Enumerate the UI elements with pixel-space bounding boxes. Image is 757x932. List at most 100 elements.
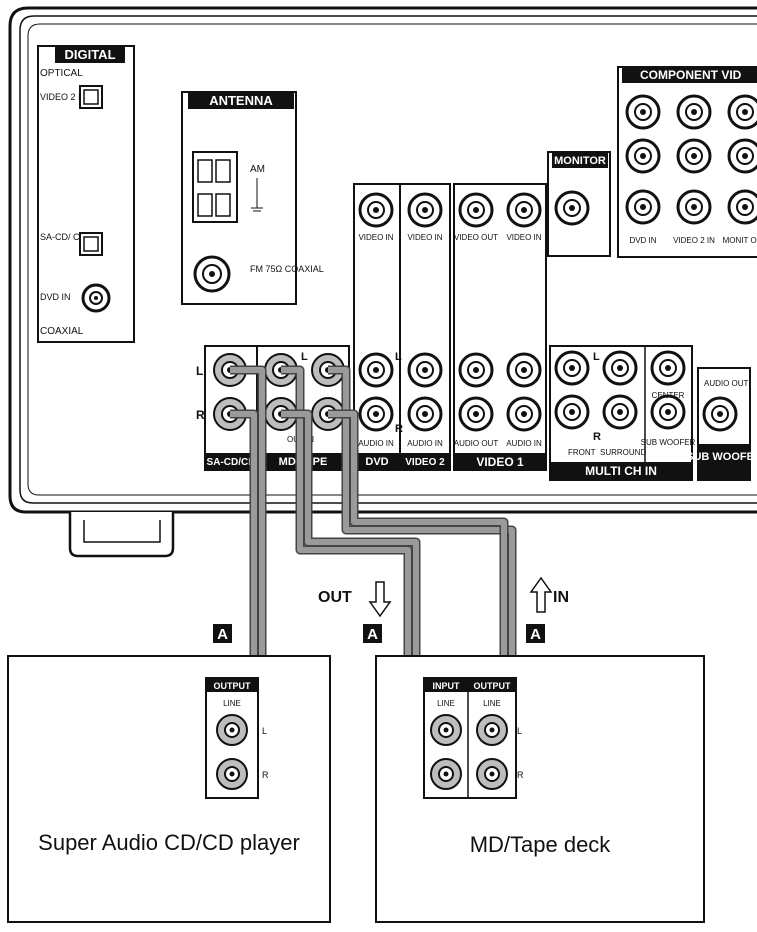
mdtape-l-label: L bbox=[301, 351, 308, 363]
video1-audio-out-label: AUDIO OUT bbox=[454, 439, 499, 448]
multich-section-label: MULTI CH IN bbox=[585, 464, 657, 478]
component-video-title: COMPONENT VID bbox=[640, 68, 742, 82]
fm-coaxial-jack[interactable] bbox=[193, 255, 231, 293]
component-jack[interactable] bbox=[676, 138, 712, 174]
front-r-jack[interactable] bbox=[554, 394, 590, 430]
component-video2-in-label: VIDEO 2 IN bbox=[673, 236, 715, 245]
component-monitor-out-label: MONIT OUT bbox=[723, 236, 757, 245]
center-jack[interactable] bbox=[650, 350, 686, 386]
video1-video-out-label: VIDEO OUT bbox=[454, 233, 498, 242]
deck-output-l-jack[interactable] bbox=[476, 714, 508, 746]
dvd-l-label: L bbox=[395, 351, 402, 363]
component-jack[interactable] bbox=[625, 94, 661, 130]
cd-r-label: R bbox=[262, 770, 269, 780]
dvd-audio-in-label: AUDIO IN bbox=[358, 439, 394, 448]
cable-marker-cd: A bbox=[213, 624, 232, 643]
coaxial-dvd-jack[interactable] bbox=[81, 283, 111, 313]
subwoofer-section-label: SUB WOOFER bbox=[686, 451, 757, 463]
signal-out-arrow: OUT bbox=[318, 581, 392, 618]
cd-output-l-jack[interactable] bbox=[216, 714, 248, 746]
deck-input-line-label: LINE bbox=[437, 699, 455, 708]
video2-section-label: VIDEO 2 bbox=[405, 457, 445, 468]
surround-r-jack[interactable] bbox=[602, 394, 638, 430]
video1-audio-in-l-jack[interactable] bbox=[506, 352, 542, 388]
video2-audio-r-jack[interactable] bbox=[407, 396, 443, 432]
component-jack[interactable] bbox=[727, 189, 757, 225]
dvd-r-label: R bbox=[395, 423, 403, 435]
video2-audio-l-jack[interactable] bbox=[407, 352, 443, 388]
subwoofer-audio-out-jack[interactable] bbox=[702, 396, 738, 432]
optical-label: OPTICAL bbox=[40, 68, 83, 79]
surround-l-jack[interactable] bbox=[602, 350, 638, 386]
video1-video-in-label: VIDEO IN bbox=[506, 233, 541, 242]
multich-r-label: R bbox=[593, 431, 601, 443]
tape-deck-name: MD/Tape deck bbox=[470, 832, 612, 857]
monitor-section: MONITOR bbox=[547, 151, 611, 257]
deck-output-label: OUTPUT bbox=[474, 681, 512, 691]
subwoofer-in-jack[interactable] bbox=[650, 394, 686, 430]
video2-audio-in-label: AUDIO IN bbox=[407, 439, 443, 448]
optical-sacd-label: SA-CD/ CD IN bbox=[40, 232, 98, 242]
digital-title: DIGITAL bbox=[64, 47, 115, 62]
cable-marker-out: A bbox=[363, 624, 382, 643]
monitor-title: MONITOR bbox=[554, 155, 606, 167]
multich-l-label: L bbox=[593, 351, 600, 363]
am-label: AM bbox=[250, 164, 265, 175]
deck-input-label: INPUT bbox=[433, 681, 461, 691]
receiver-foot bbox=[68, 512, 175, 558]
cd-output-r-jack[interactable] bbox=[216, 758, 248, 790]
video1-section-label: VIDEO 1 bbox=[476, 455, 524, 469]
deck-output-r-jack[interactable] bbox=[476, 758, 508, 790]
video1-audio-out-l-jack[interactable] bbox=[458, 352, 494, 388]
component-jack[interactable] bbox=[727, 138, 757, 174]
component-jack-grid bbox=[625, 94, 757, 225]
sub-woofer-label: SUB WOOFER bbox=[641, 438, 696, 447]
signal-in-label: IN bbox=[553, 589, 569, 606]
deck-l-label: L bbox=[517, 726, 522, 736]
svg-text:A: A bbox=[217, 626, 228, 643]
cd-l-label: L bbox=[262, 726, 267, 736]
video1-audio-in-r-jack[interactable] bbox=[506, 396, 542, 432]
channel-l-label: L bbox=[196, 364, 203, 378]
coaxial-label: COAXIAL bbox=[40, 326, 84, 337]
component-jack[interactable] bbox=[625, 138, 661, 174]
cd-player-name: Super Audio CD/CD player bbox=[38, 830, 300, 855]
component-jack[interactable] bbox=[727, 94, 757, 130]
component-jack[interactable] bbox=[625, 189, 661, 225]
svg-text:A: A bbox=[530, 626, 541, 643]
fm-label: FM 75Ω COAXIAL bbox=[250, 264, 324, 274]
video1-video-in-jack[interactable] bbox=[506, 192, 542, 228]
coaxial-dvd-label: DVD IN bbox=[40, 292, 71, 302]
dvd-audio-l-jack[interactable] bbox=[358, 352, 394, 388]
component-jack[interactable] bbox=[676, 94, 712, 130]
tape-deck-device: INPUT OUTPUT LINE LINE L R MD/Tape deck bbox=[375, 655, 705, 923]
video2-video-in-jack[interactable] bbox=[407, 192, 443, 228]
video1-audio-out-r-jack[interactable] bbox=[458, 396, 494, 432]
deck-input-r-jack[interactable] bbox=[430, 758, 462, 790]
front-l-jack[interactable] bbox=[554, 350, 590, 386]
component-jack[interactable] bbox=[676, 189, 712, 225]
signal-out-label: OUT bbox=[318, 589, 352, 606]
antenna-title: ANTENNA bbox=[209, 93, 273, 108]
sacd-section-label: SA-CD/CD bbox=[207, 457, 256, 468]
monitor-video-out-jack[interactable] bbox=[554, 190, 590, 226]
deck-output-line-label: LINE bbox=[483, 699, 501, 708]
audio-out-label: AUDIO OUT bbox=[704, 379, 749, 388]
surround-label: SURROUND bbox=[600, 448, 646, 457]
cd-line-label: LINE bbox=[223, 699, 241, 708]
digital-section: DIGITAL OPTICAL VIDEO 2 IN SA-CD/ CD IN … bbox=[37, 45, 135, 343]
dvd-section-label: DVD bbox=[365, 456, 388, 468]
dvd-audio-r-jack[interactable] bbox=[358, 396, 394, 432]
signal-in-arrow: IN bbox=[529, 576, 569, 613]
subwoofer-section: AUDIO OUT SUB WOOFER bbox=[686, 367, 757, 481]
deck-input-l-jack[interactable] bbox=[430, 714, 462, 746]
cable-marker-in: A bbox=[526, 624, 545, 643]
multi-ch-in-section: L R CENTER FRONT SURROUND SUB WOOFER MUL… bbox=[549, 345, 696, 481]
antenna-section: ANTENNA AM FM 75Ω COAXIAL bbox=[181, 91, 324, 305]
component-video-section: COMPONENT VID DVD IN VIDEO 2 IN MONIT OU… bbox=[617, 66, 757, 258]
dvd-video-in-label: VIDEO IN bbox=[358, 233, 393, 242]
svg-text:A: A bbox=[367, 626, 378, 643]
video1-video-out-jack[interactable] bbox=[458, 192, 494, 228]
dvd-video-in-jack[interactable] bbox=[358, 192, 394, 228]
am-terminal[interactable] bbox=[192, 151, 238, 223]
